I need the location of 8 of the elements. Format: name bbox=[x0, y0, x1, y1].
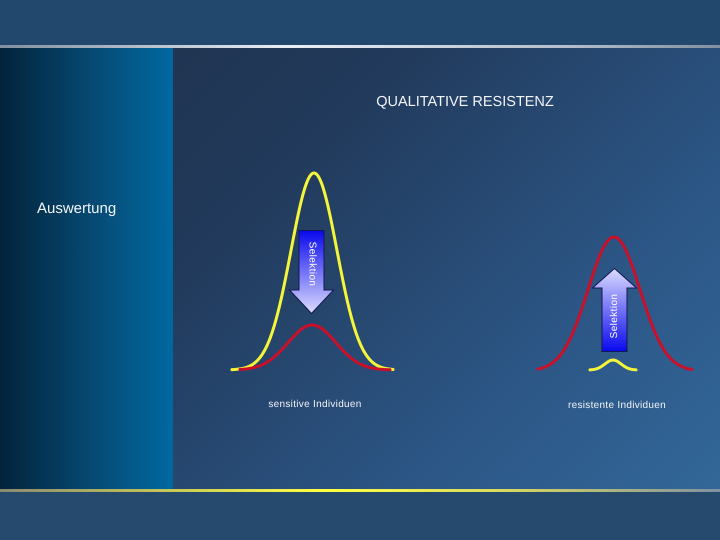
arrow-label: Selektion bbox=[306, 242, 316, 286]
curve-caption: sensitive Individuen bbox=[268, 399, 362, 410]
section-heading: Auswertung bbox=[37, 200, 116, 218]
curve-caption: resistente Individuen bbox=[568, 400, 666, 412]
arrow-label: Selektion bbox=[610, 294, 620, 338]
slide-title: QUALITATIVE RESISTENZ bbox=[376, 94, 554, 111]
selection-arrow bbox=[592, 268, 637, 352]
selection-arrow bbox=[289, 230, 334, 314]
